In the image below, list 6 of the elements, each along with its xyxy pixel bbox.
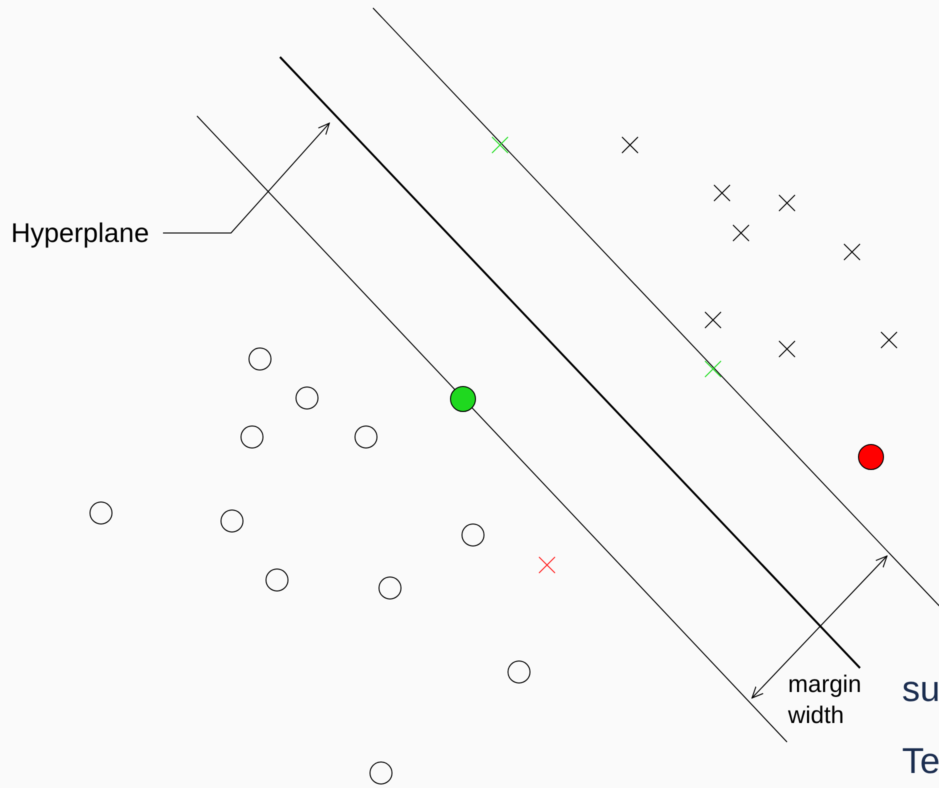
callout-label: Hyperplane [11,218,150,248]
dimension-label: margin width [788,670,862,731]
cut-off-text: Te [902,740,939,782]
hyperplane-line [279,56,861,669]
leader-line [162,122,330,234]
cut-off-text: su [902,668,939,710]
